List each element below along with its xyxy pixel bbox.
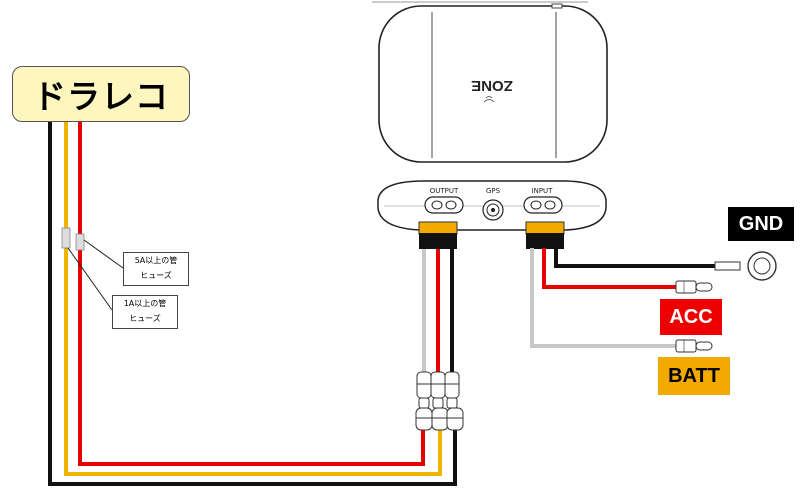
input-cable xyxy=(530,248,728,348)
fuse-note-1a-line1: 1A以上の管 xyxy=(123,299,167,308)
device-logo: ZONE xyxy=(471,77,513,94)
acc-label: ACC xyxy=(660,299,722,335)
output-plug xyxy=(418,221,458,249)
port-output-label: OUTPUT xyxy=(430,187,459,195)
output-cable xyxy=(422,248,454,372)
gnd-label: GND xyxy=(728,207,794,241)
batt-terminal xyxy=(675,339,713,353)
fuse-note-1a: 1A以上の管 ヒューズ xyxy=(112,295,178,329)
bullet-connectors xyxy=(415,371,464,431)
dashcam-label: ドラレコ xyxy=(12,66,190,122)
port-input-label: INPUT xyxy=(532,187,554,195)
fuse-holder-red xyxy=(75,233,85,251)
input-plug xyxy=(525,221,565,249)
input-port xyxy=(523,196,563,214)
fuse-holder-yellow xyxy=(61,227,71,249)
output-port xyxy=(424,196,464,214)
port-gps-label: GPS xyxy=(486,187,501,195)
fuse-note-1a-line2: ヒューズ xyxy=(129,314,161,323)
fuse-note-5a-line1: 5A以上の管 xyxy=(134,256,178,265)
fuse-note-5a-line2: ヒューズ xyxy=(140,271,172,280)
fuse-note-5a: 5A以上の管 ヒューズ xyxy=(123,252,189,286)
gnd-ring-terminal xyxy=(714,251,777,281)
device-top-view: ZONE xyxy=(378,3,608,163)
dashcam-cable xyxy=(48,122,457,486)
device-side-view: OUTPUT GPS INPUT xyxy=(377,180,607,231)
acc-terminal xyxy=(675,280,713,294)
batt-label: BATT xyxy=(658,357,730,395)
